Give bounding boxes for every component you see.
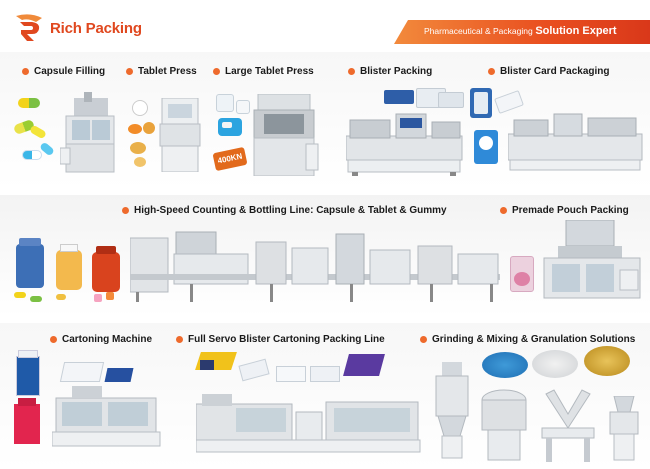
- tablet-press-machine-image: [158, 98, 202, 172]
- label-capsule-filling: Capsule Filling: [22, 66, 105, 77]
- label-blister-card: Blister Card Packaging: [488, 66, 609, 77]
- label-tablet-press: Tablet Press: [126, 66, 197, 77]
- granulator-machine-image: [432, 362, 472, 462]
- label-grinding: Grinding & Mixing & Granulation Solution…: [420, 334, 635, 345]
- bullet-icon: [500, 207, 507, 214]
- bullet-icon: [488, 68, 495, 75]
- slogan-prefix: Pharmaceutical & Packaging: [424, 26, 533, 36]
- capsule-filling-machine-image: [60, 92, 120, 174]
- slogan-banner: Pharmaceutical & Packaging Solution Expe…: [394, 20, 650, 44]
- bullet-icon: [348, 68, 355, 75]
- bullet-icon: [50, 336, 57, 343]
- grinder-machine-image: [604, 396, 644, 462]
- rich-packing-logo-icon: [12, 12, 46, 42]
- large-tablet-press-machine-image: [250, 94, 320, 176]
- blister-card-machine-image: [508, 112, 644, 174]
- blister-packing-machine-image: [346, 110, 464, 176]
- bottling-line-machine-image: [130, 228, 500, 306]
- header: Rich Packing Pharmaceutical & Packaging …: [0, 0, 650, 52]
- bullet-icon: [126, 68, 133, 75]
- v-mixer-machine-image: [538, 388, 598, 464]
- bullet-icon: [420, 336, 427, 343]
- label-servo-blister: Full Servo Blister Cartoning Packing Lin…: [176, 334, 385, 345]
- bullet-icon: [213, 68, 220, 75]
- bullet-icon: [22, 68, 29, 75]
- bullet-icon: [122, 207, 129, 214]
- slogan-highlight: Solution Expert: [535, 25, 617, 37]
- cartoning-machine-image: [52, 386, 162, 452]
- label-large-tablet-press: Large Tablet Press: [213, 66, 314, 77]
- mixer-machine-image: [476, 388, 532, 464]
- label-premade-pouch: Premade Pouch Packing: [500, 205, 629, 216]
- pouch-packing-machine-image: [540, 220, 644, 306]
- brand-name: Rich Packing: [50, 20, 142, 37]
- label-blister-packing: Blister Packing: [348, 66, 432, 77]
- label-bottling-line: High-Speed Counting & Bottling Line: Cap…: [122, 205, 447, 216]
- servo-blister-cartoning-line-image: [196, 390, 422, 456]
- slogan-text: Pharmaceutical & Packaging Solution Expe…: [424, 25, 617, 37]
- label-cartoning: Cartoning Machine: [50, 334, 152, 345]
- bullet-icon: [176, 336, 183, 343]
